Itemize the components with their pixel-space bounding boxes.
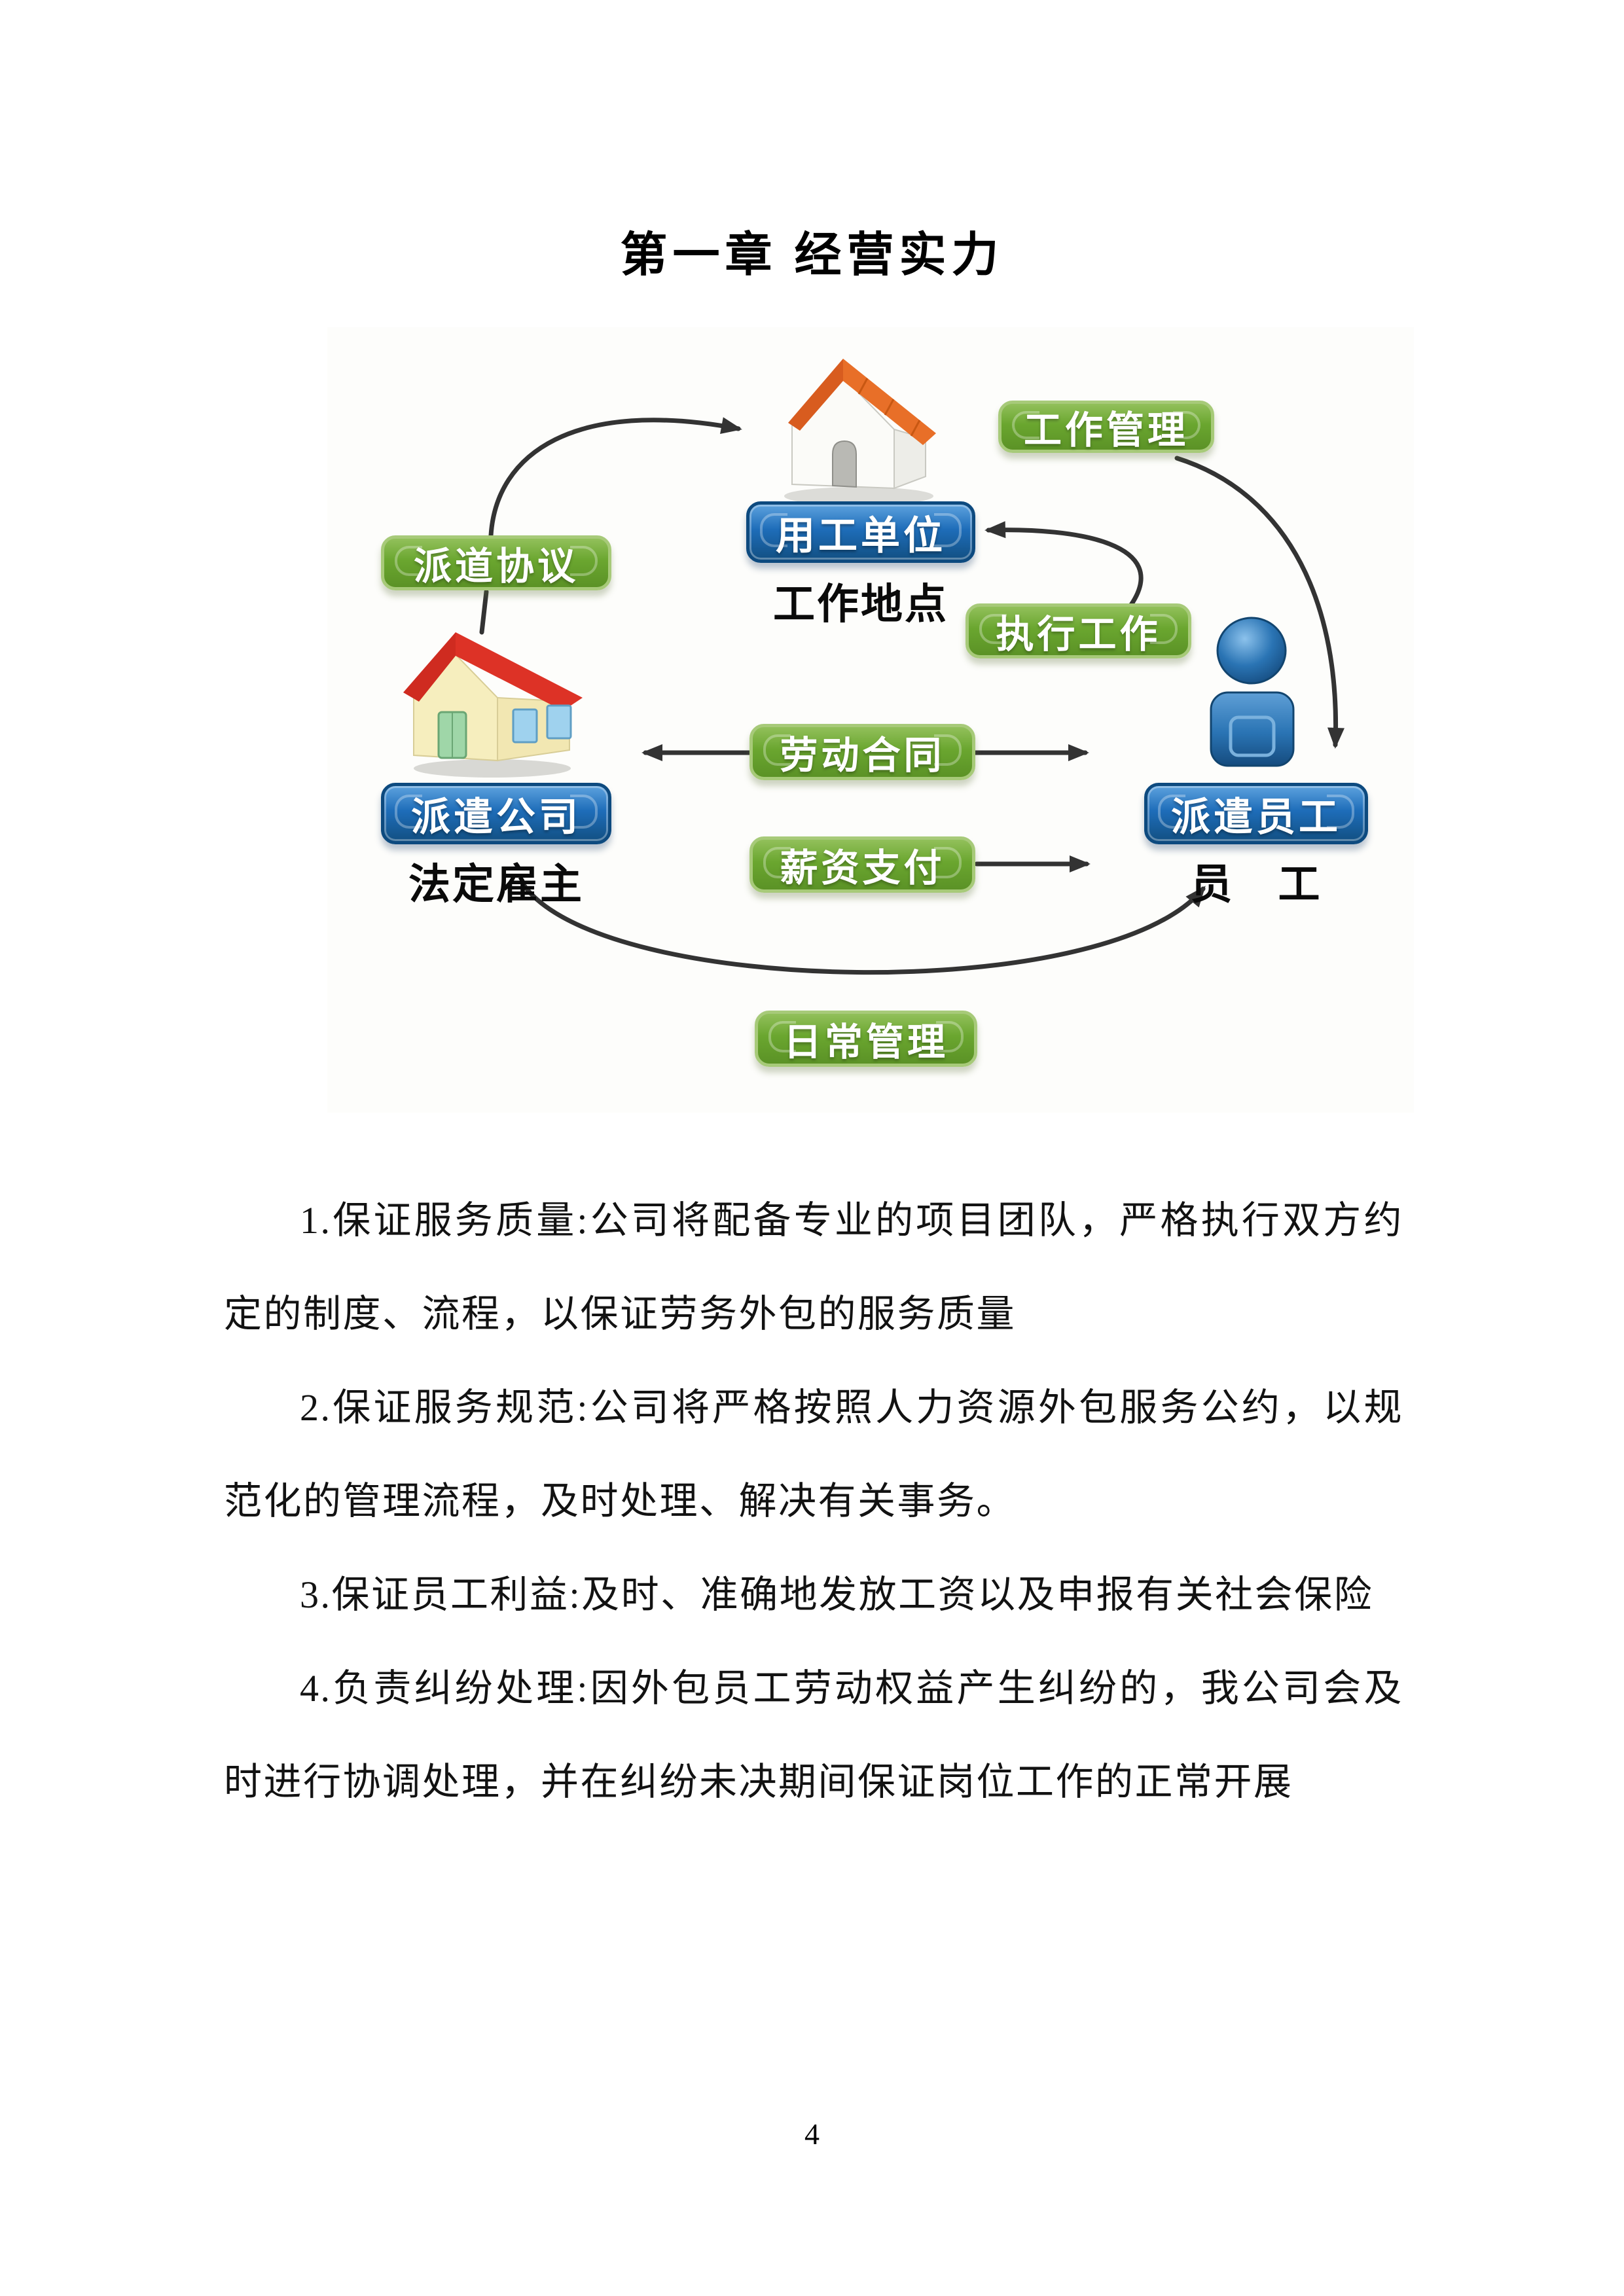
arrow-management-to-employee	[1174, 456, 1344, 749]
legal-employer-caption: 法定雇主	[408, 861, 584, 908]
employing-unit-pill: 用工单位	[746, 501, 975, 563]
dispatch-agreement-label: 派道协议	[413, 545, 579, 588]
dispatch-company-label: 派遣公司	[411, 795, 581, 839]
dispatched-employee-label: 派遣员工	[1171, 795, 1341, 839]
dispatch-agreement-pill: 派道协议	[381, 535, 611, 590]
labor-contract-label: 劳动合同	[780, 734, 945, 777]
employing-unit-house-icon	[784, 359, 936, 505]
work-management-pill: 工作管理	[998, 401, 1214, 453]
dispatched-employee-pill: 派遣员工	[1144, 783, 1368, 844]
dispatch-company-pill: 派遣公司	[381, 783, 611, 844]
labor-dispatch-diagram: 工作管理 派道协议 执行工作 劳动合同 薪资支付 日常管理 用工单位 工作地点 …	[327, 327, 1414, 1113]
work-management-label: 工作管理	[1023, 409, 1189, 452]
daily-management-pill: 日常管理	[755, 1011, 977, 1067]
dispatch-company-house-icon	[403, 632, 583, 778]
arrow-agreement-to-employing-unit	[488, 417, 742, 538]
salary-payment-label: 薪资支付	[780, 847, 945, 889]
employee-person-icon	[1210, 617, 1295, 767]
work-location-caption: 工作地点	[773, 581, 948, 628]
paragraph-1: 1.保证服务质量:公司将配备专业的项目团队，严格执行双方约定的制度、流程，以保证…	[224, 1199, 1403, 1335]
daily-management-label: 日常管理	[783, 1021, 948, 1064]
paragraph-2: 2.保证服务规范:公司将严格按照人力资源外包服务公约，以规范化的管理流程，及时处…	[224, 1386, 1403, 1522]
page-title: 第一章 经营实力	[620, 229, 1004, 282]
line-agreement-to-company	[479, 589, 489, 635]
employing-unit-label: 用工单位	[776, 513, 946, 558]
arrow-daily-management-arc	[521, 882, 1206, 975]
execute-work-pill: 执行工作	[965, 603, 1191, 658]
paragraph-3: 3.保证员工利益:及时、准确地发放工资以及申报有关社会保险	[300, 1573, 1374, 1616]
arrow-execute-to-employing-unit	[984, 521, 1144, 607]
labor-contract-pill: 劳动合同	[749, 724, 975, 780]
page-number: 4	[804, 2117, 820, 2151]
body-text: 1.保证服务质量:公司将配备专业的项目团队，严格执行双方约定的制度、流程，以保证…	[224, 1174, 1403, 1829]
paragraph-4: 4.负责纠纷处理:因外包员工劳动权益产生纠纷的，我公司会及时进行协调处理，并在纠…	[224, 1667, 1403, 1803]
salary-payment-pill: 薪资支付	[749, 836, 975, 893]
execute-work-label: 执行工作	[996, 613, 1161, 656]
employee-caption: 员 工	[1190, 861, 1322, 908]
